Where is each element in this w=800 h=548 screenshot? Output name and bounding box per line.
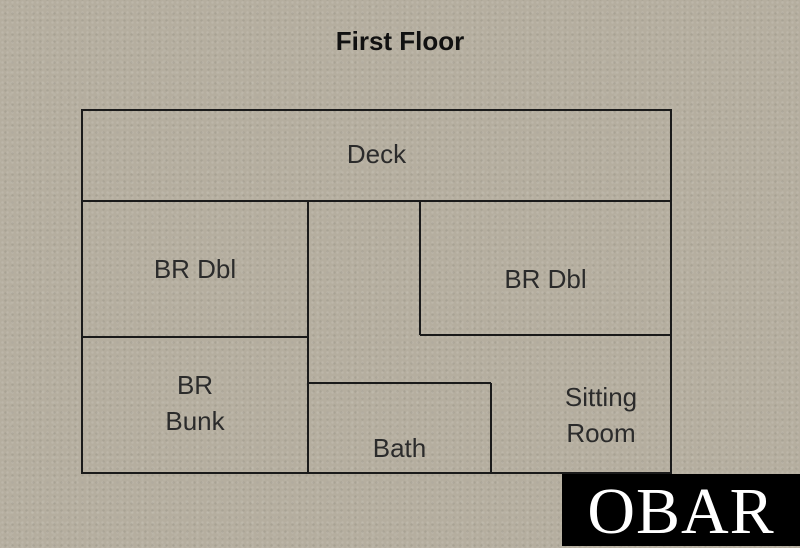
obar-logo: OBAR	[562, 474, 800, 546]
room-label-br-dbl-left: BR Dbl	[153, 254, 237, 284]
room-label-br-dbl-right: BR Dbl	[504, 264, 587, 294]
outer-wall	[81, 109, 672, 474]
room-label-bath: Bath	[372, 433, 427, 463]
obar-logo-text: OBAR	[587, 475, 775, 548]
room-label-deck: Deck	[346, 139, 407, 169]
room-label-br-bunk: BR Bunk	[165, 370, 225, 436]
floor-plan-title: First Floor	[335, 26, 465, 56]
room-label-sitting-room: Sitting Room	[564, 382, 638, 448]
